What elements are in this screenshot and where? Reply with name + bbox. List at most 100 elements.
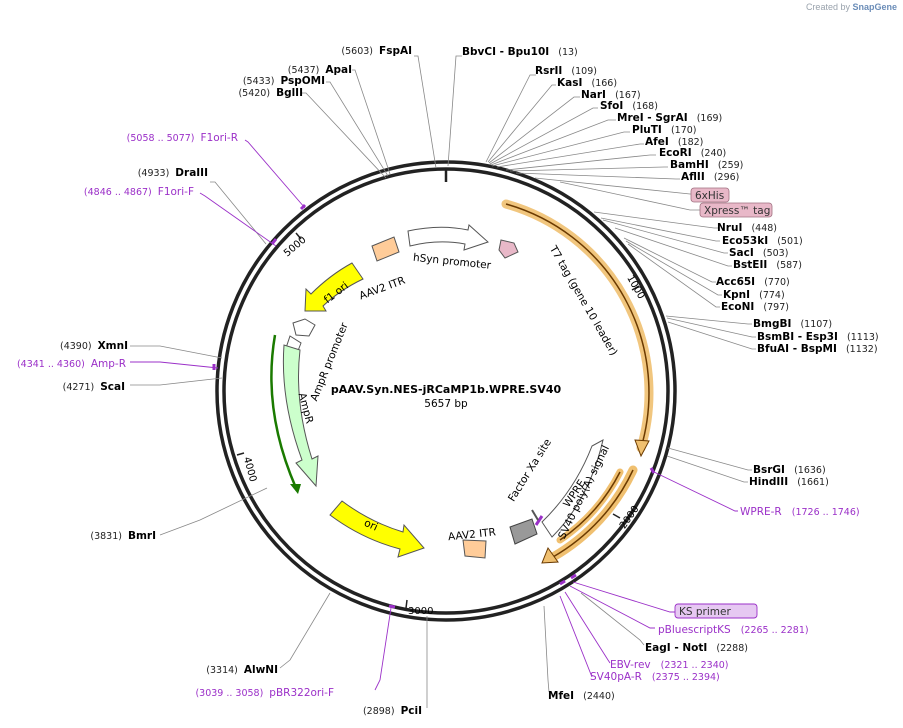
primer-name: KS primer	[679, 606, 731, 618]
enzyme-pos: (5420)	[238, 88, 270, 99]
enzyme-name: EcoNI	[721, 301, 754, 313]
svg-text:Xpress™ tag: Xpress™ tag	[704, 205, 770, 217]
enzyme-name: BbvCI - Bpu10I	[462, 46, 549, 58]
enzyme-name: Acc65I	[716, 276, 755, 288]
primer-labels: (5058 .. 5077)F1ori-R (4846 .. 4867)F1or…	[17, 132, 860, 699]
svg-text:BstEII (587): BstEII (587)	[733, 253, 802, 272]
svg-text:SfoI (168): SfoI (168)	[600, 94, 658, 113]
feature-aav2-itr-top	[371, 236, 400, 262]
enzyme-pos: (5437)	[288, 65, 320, 76]
enzyme-pos: (587)	[776, 260, 802, 271]
svg-text:(3314)AlwNI: (3314)AlwNI	[206, 664, 278, 676]
enzyme-name: ApaI	[325, 64, 352, 76]
svg-text:(5437)ApaI: (5437) ApaI	[288, 64, 352, 76]
enzyme-name: BsmBI - Esp3I	[757, 331, 838, 343]
enzyme-name: EcoRI	[659, 147, 692, 159]
primer-name: SV40pA-R	[590, 671, 642, 683]
enzyme-name: Eco53kI	[722, 235, 768, 247]
svg-text:AfeI (182): AfeI (182)	[645, 130, 703, 149]
enzyme-pos: (503)	[763, 248, 789, 259]
svg-text:MfeI (2440): MfeI (2440)	[548, 684, 615, 703]
plasmid-name: pAAV.Syn.NES-jRCaMP1b.WPRE.SV40	[331, 383, 562, 396]
enzyme-pos: (1132)	[846, 344, 878, 355]
scale-tick-3000: 3000	[405, 599, 433, 617]
enzyme-name: AfeI	[645, 136, 669, 148]
svg-text:HindIII (1661): HindIII (1661)	[749, 470, 829, 489]
enzyme-name: BglII	[276, 87, 303, 99]
enzyme-name: MfeI	[548, 690, 574, 702]
enzyme-name: RsrII	[535, 65, 562, 77]
enzyme-pos: (1636)	[794, 465, 826, 476]
enzyme-name: SacI	[729, 247, 754, 259]
svg-text:NruI (448): NruI (448)	[717, 216, 777, 235]
enzyme-name: NruI	[717, 222, 742, 234]
feature-hsyn-promoter	[407, 224, 489, 251]
primer-leaders	[130, 139, 738, 691]
svg-text:(4271)ScaI: (4271)ScaI	[63, 381, 125, 393]
svg-text:(5420)BglII: (5420) BglII	[238, 87, 303, 99]
primer-pos: (2265 .. 2281)	[741, 625, 809, 636]
primer-pos: (4341 .. 4360)	[17, 359, 85, 370]
primer-pos: (4846 .. 4867)	[84, 187, 152, 198]
svg-text:(4341 .. 4360)Amp-R: (4341 .. 4360)Amp-R	[17, 358, 126, 370]
enzyme-name: BfuAI - BspMI	[757, 343, 837, 355]
snapgene-watermark: Created by SnapGene	[806, 2, 897, 12]
watermark-brand: SnapGene	[852, 2, 897, 12]
enzyme-pos: (166)	[591, 78, 617, 89]
feature-t7-marker	[498, 239, 519, 259]
enzyme-name: AlwNI	[244, 664, 278, 676]
feature-cds-jrcamp1b	[501, 199, 654, 458]
svg-text:(4933)DraIII: (4933)DraIII	[138, 167, 208, 179]
enzyme-name: BsrGI	[753, 464, 785, 476]
svg-text:3000: 3000	[408, 606, 433, 617]
enzyme-pos: (109)	[571, 66, 597, 77]
svg-text:(3831)BmrI: (3831)BmrI	[90, 530, 156, 542]
enzyme-name: BmgBI	[753, 318, 791, 330]
primer-name: WPRE-R	[740, 506, 782, 518]
svg-text:SV40pA-R(2375 .. 2394): SV40pA-R(2375 .. 2394)	[590, 671, 720, 683]
enzyme-pos: (296)	[714, 172, 740, 183]
label-ori: ori	[362, 517, 379, 534]
svg-text:AflII (296): AflII (296)	[681, 165, 739, 184]
svg-text:MreI - SgrAI (169): MreI - SgrAI (169)	[617, 106, 722, 125]
enzyme-pos: (167)	[615, 90, 641, 101]
feature-aav2-itr-bottom	[462, 539, 487, 559]
svg-text:EcoRI (240): EcoRI (240)	[659, 141, 726, 160]
enzyme-name: SfoI	[600, 100, 623, 112]
svg-text:Eco53kI (501): Eco53kI (501)	[722, 229, 803, 248]
enzyme-name: HindIII	[749, 476, 788, 488]
enzyme-pos: (259)	[718, 160, 744, 171]
svg-text:6xHis: 6xHis	[695, 190, 724, 202]
enzyme-pos: (1107)	[800, 319, 832, 330]
enzyme-pos: (240)	[701, 148, 727, 159]
primer-name: pBR322ori-F	[269, 687, 334, 699]
enzyme-pos: (1661)	[797, 477, 829, 488]
svg-text:EBV-rev(2321 .. 2340): EBV-rev(2321 .. 2340)	[610, 659, 729, 671]
feature-factor-xa	[531, 509, 539, 521]
svg-text:Acc65I (770): Acc65I (770)	[716, 270, 790, 289]
enzyme-name: BamHI	[670, 159, 709, 171]
enzyme-pos: (3831)	[90, 531, 122, 542]
primer-name: pBluescriptKS	[658, 624, 731, 636]
enzyme-pos: (4933)	[138, 168, 170, 179]
enzyme-labels-right: BbvCI - Bpu10I (13) RsrII (109) KasI (16…	[462, 46, 879, 703]
enzyme-pos: (774)	[759, 290, 785, 301]
enzyme-pos: (169)	[697, 113, 723, 124]
svg-text:BfuAI - BspMI (1132): BfuAI - BspMI (1132)	[757, 337, 878, 356]
feature-wpre-arc	[541, 465, 638, 564]
label-t7-tag: T7 tag (gene 10 leader)	[546, 243, 619, 358]
enzyme-name: PciI	[401, 705, 422, 717]
enzyme-name: FspAI	[379, 45, 412, 57]
enzyme-name: EagI - NotI	[645, 642, 707, 654]
svg-text:(3039 .. 3058)pBR322ori-F: (3039 .. 3058)pBR322ori-F	[195, 687, 334, 699]
svg-text:KpnI (774): KpnI (774)	[723, 283, 785, 302]
primer-pos: (2321 .. 2340)	[661, 660, 729, 671]
tag-xpress: Xpress™ tag	[699, 202, 773, 218]
feature-ampr	[270, 334, 319, 494]
enzyme-leaders-right	[447, 55, 756, 483]
feature-f1-ori	[304, 262, 364, 312]
label-hsyn-promoter: hSyn promoter	[412, 252, 492, 272]
enzyme-pos: (182)	[678, 137, 704, 148]
svg-text:(5603)FspAI: (5603)FspAI	[341, 45, 412, 57]
